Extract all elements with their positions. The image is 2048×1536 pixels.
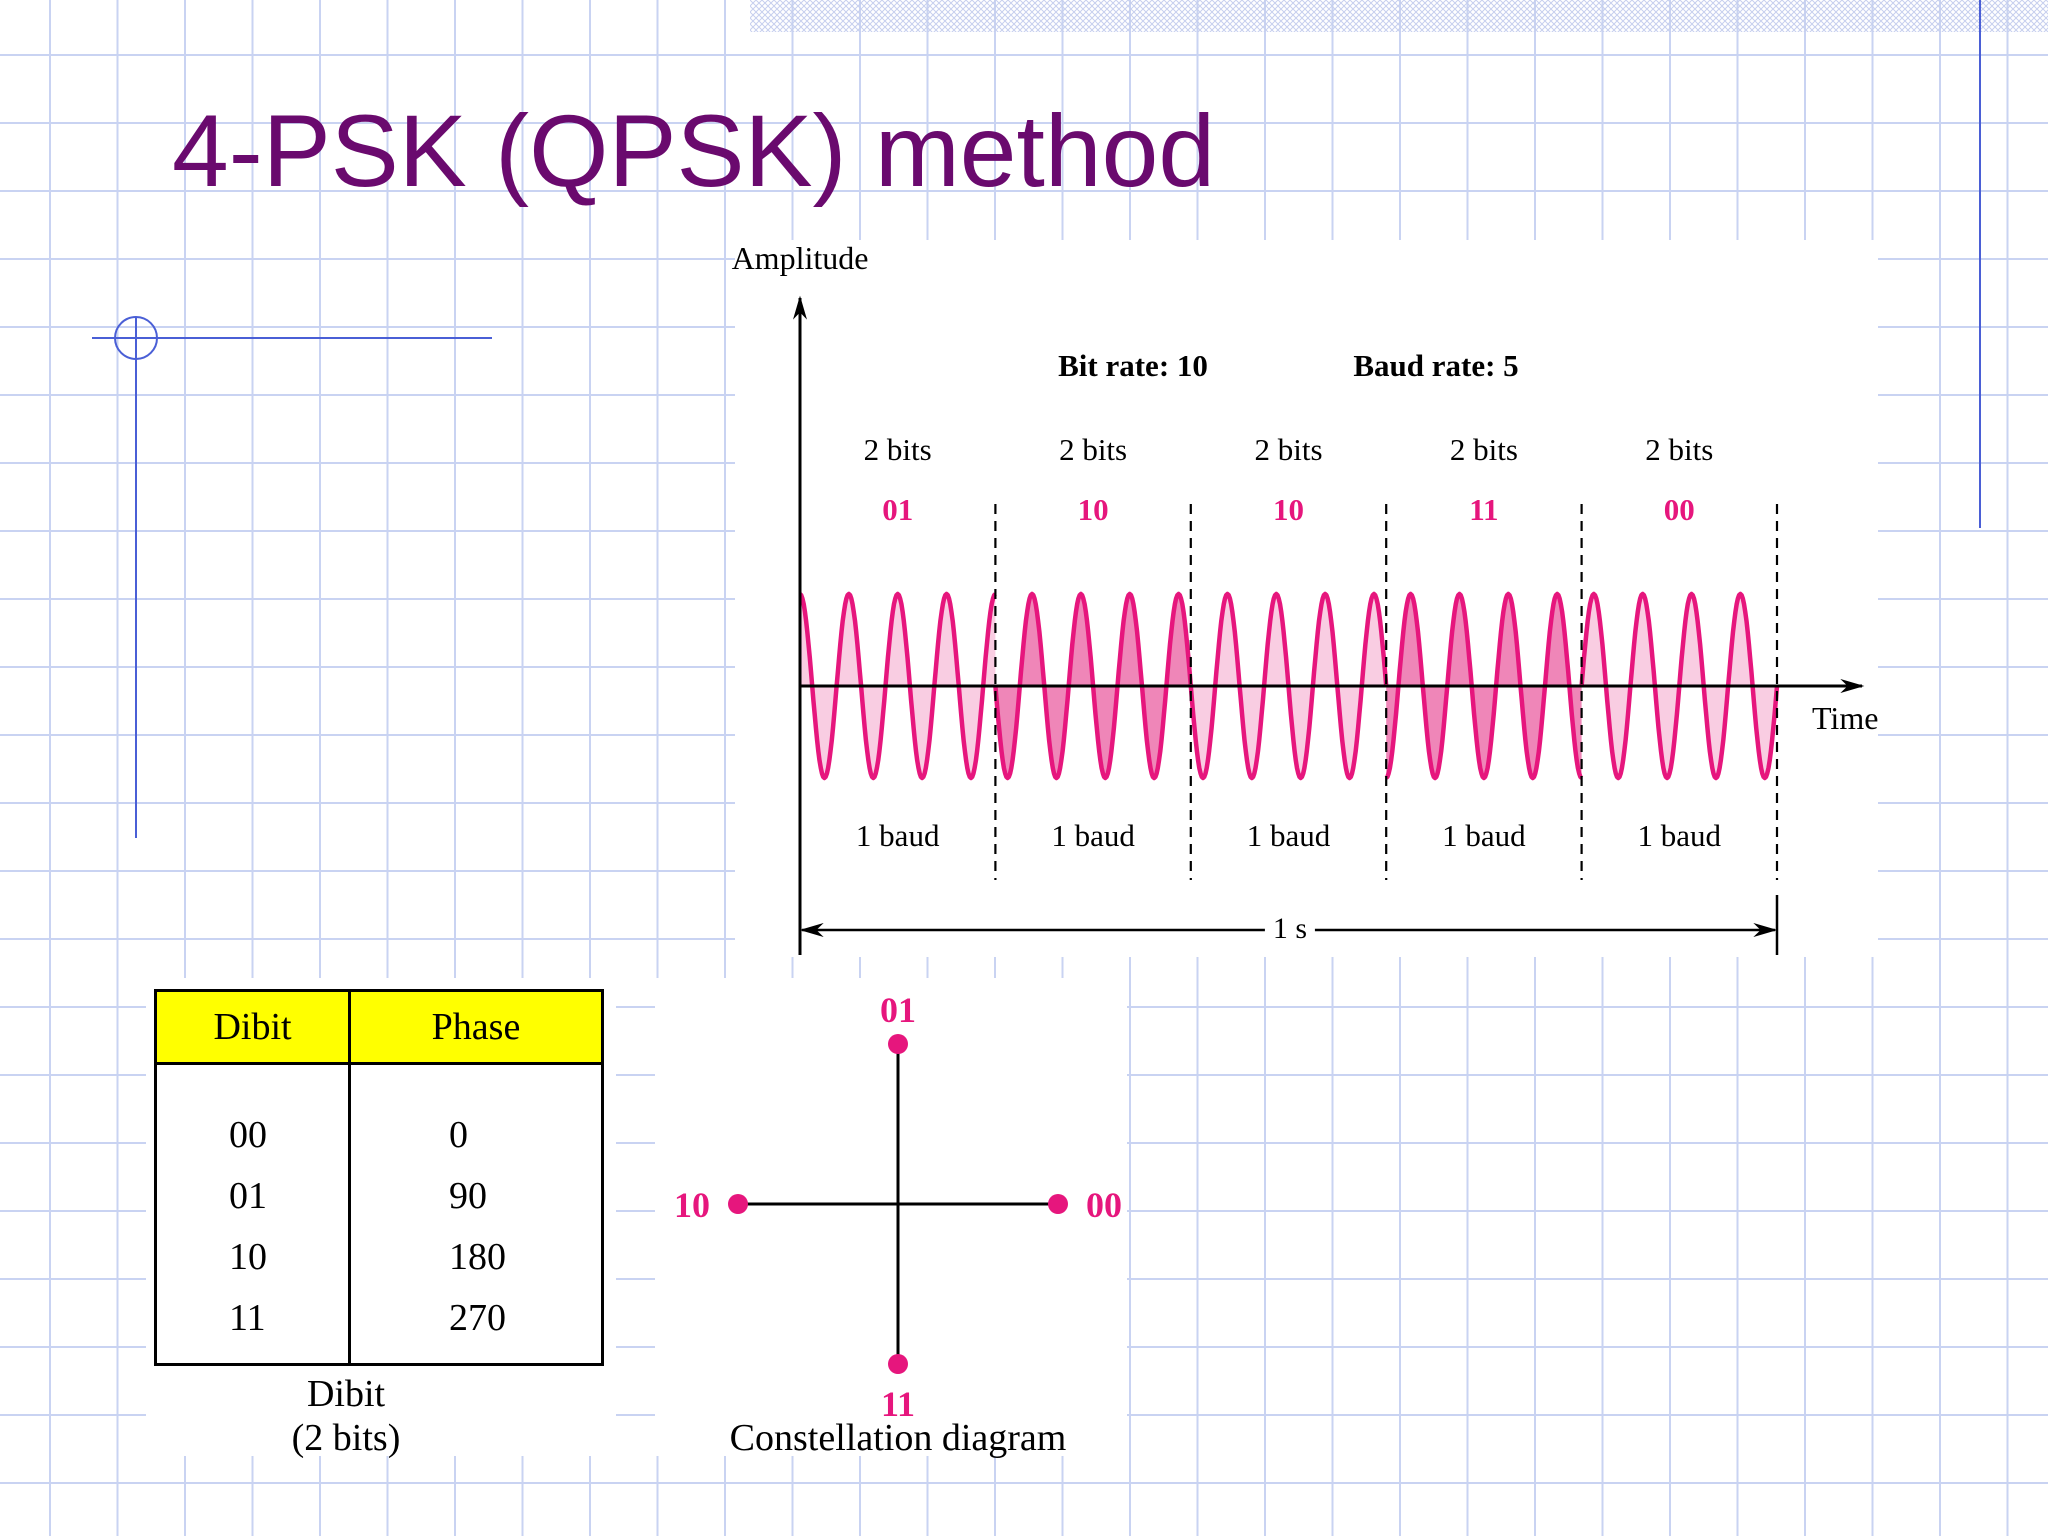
waveform-segment-fill-positive bbox=[1386, 594, 1582, 686]
waveform-segment-fill-positive bbox=[995, 594, 1191, 686]
dibit-phase-table: Dibit Phase 00 01 10 11 0 90 180 270 bbox=[154, 989, 604, 1366]
bit-rate-label: Bit rate: 10 bbox=[1058, 348, 1208, 383]
constellation-panel bbox=[655, 978, 1127, 1456]
segment-baud-label: 1 baud bbox=[855, 818, 940, 853]
dibit-value: 01 bbox=[229, 1175, 267, 1217]
waveform-segment bbox=[798, 591, 997, 781]
constellation-point-label: 11 bbox=[880, 1384, 916, 1424]
dibit-value: 10 bbox=[229, 1236, 267, 1278]
time-axis-label: Time bbox=[1812, 700, 1879, 736]
constellation-point bbox=[1048, 1194, 1068, 1214]
dibit-value: 00 bbox=[229, 1114, 267, 1156]
waveform-segment-fill-positive bbox=[1190, 594, 1387, 686]
table-caption-line1: Dibit bbox=[306, 1373, 386, 1415]
table-row: 00 01 10 11 0 90 180 270 bbox=[154, 1063, 604, 1365]
waveform-segment-fill-negative bbox=[1581, 686, 1777, 778]
table-caption-line2: (2 bits) bbox=[291, 1417, 401, 1459]
constellation-point-label: 01 bbox=[880, 990, 916, 1030]
phase-value: 0 bbox=[449, 1114, 468, 1156]
constellation-point-label: 00 bbox=[1086, 1185, 1122, 1225]
constellation-caption: Constellation diagram bbox=[729, 1417, 1067, 1459]
waveform-segment-fill-negative bbox=[1386, 686, 1582, 778]
segment-bits-label: 2 bits bbox=[1254, 432, 1323, 467]
crosshair-circle bbox=[114, 316, 158, 360]
phase-value: 90 bbox=[449, 1175, 487, 1217]
waveform-segment bbox=[1384, 591, 1584, 781]
dibit-column: 00 01 10 11 bbox=[154, 1063, 351, 1365]
amplitude-axis-label: Amplitude bbox=[731, 240, 869, 276]
constellation-point bbox=[728, 1194, 748, 1214]
segment-baud-label: 1 baud bbox=[1442, 818, 1526, 853]
constellation-point bbox=[888, 1354, 908, 1374]
table-header-row: Dibit Phase bbox=[154, 989, 604, 1065]
table-header-phase: Phase bbox=[348, 989, 604, 1065]
table-header-dibit: Dibit bbox=[154, 989, 351, 1065]
waveform-segment-fill-negative bbox=[1190, 686, 1387, 778]
segment-dibit-label: 11 bbox=[1469, 492, 1499, 527]
phase-value: 180 bbox=[449, 1236, 506, 1278]
baud-rate-label: Baud rate: 5 bbox=[1353, 348, 1519, 383]
segment-baud-label: 1 baud bbox=[1637, 818, 1722, 853]
segment-dibit-label: 00 bbox=[1663, 492, 1695, 527]
top-hatch-band bbox=[750, 0, 2048, 32]
phase-value: 270 bbox=[449, 1297, 506, 1339]
phase-column: 0 90 180 270 bbox=[348, 1063, 604, 1365]
dibit-value: 11 bbox=[229, 1297, 266, 1339]
segment-baud-label: 1 baud bbox=[1246, 818, 1331, 853]
segment-bits-label: 2 bits bbox=[863, 432, 932, 467]
segment-dibit-label: 01 bbox=[882, 492, 914, 527]
waveform-segment-fill-positive bbox=[800, 594, 996, 686]
segment-dibit-label: 10 bbox=[1273, 492, 1304, 527]
constellation-point bbox=[888, 1034, 908, 1054]
constellation-point-label: 10 bbox=[674, 1185, 710, 1225]
waveform-segment-fill-positive bbox=[1581, 594, 1777, 686]
segment-bits-label: 2 bits bbox=[1059, 432, 1128, 467]
segment-dibit-label: 10 bbox=[1077, 492, 1109, 527]
waveform-segment-fill-negative bbox=[800, 686, 996, 778]
slide-title: 4-PSK (QPSK) method bbox=[172, 94, 1216, 208]
segment-baud-label: 1 baud bbox=[1051, 818, 1135, 853]
waveform-segment-fill-negative bbox=[995, 686, 1191, 778]
table-caption: Dibit (2 bits) bbox=[292, 1372, 401, 1460]
segment-bits-label: 2 bits bbox=[1449, 432, 1518, 467]
segment-bits-label: 2 bits bbox=[1645, 432, 1714, 467]
duration-label: 1 s bbox=[1264, 912, 1316, 946]
